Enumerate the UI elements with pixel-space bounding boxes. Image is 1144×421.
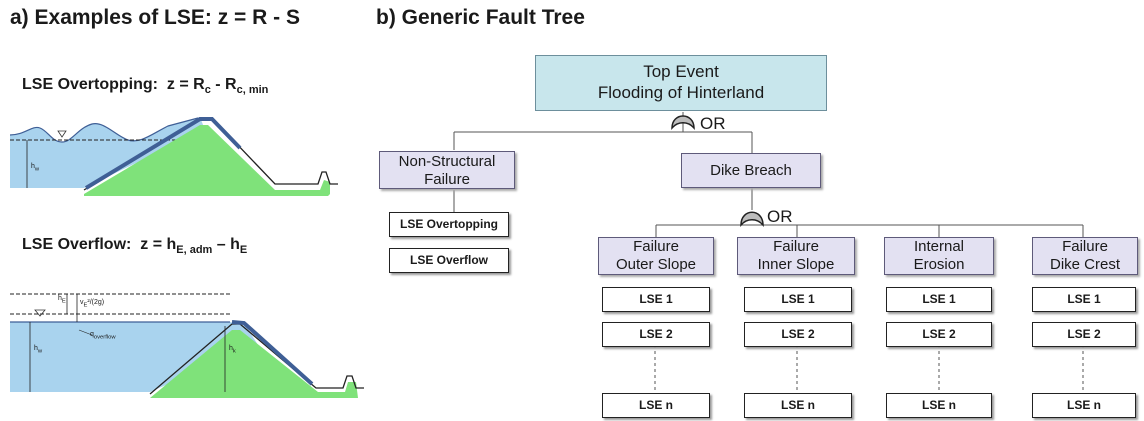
vE-rest: ²/(2g) xyxy=(87,299,105,306)
or-gate-icon xyxy=(671,115,695,131)
overtopping-grass xyxy=(84,125,330,196)
overtopping-formula: LSE Overtopping: z = Rc - Rc, min xyxy=(22,76,268,96)
lse-box: LSE 2 xyxy=(602,322,710,347)
mode-dike-crest-box: Failure Dike Crest xyxy=(1032,237,1138,275)
lse-box: LSE 2 xyxy=(886,322,992,347)
top-event-line2: Flooding of Hinterland xyxy=(597,83,765,102)
overflow-vE-label: vE²/(2g) xyxy=(80,299,104,308)
overflow-mid: – h xyxy=(212,236,240,253)
overtopping-illustration xyxy=(9,117,338,196)
lse-box: LSE n xyxy=(886,393,992,418)
mode-inner-slope-box: Failure Inner Slope xyxy=(737,237,855,275)
or-label-dike: OR xyxy=(767,207,793,226)
hE-symbol: h xyxy=(58,295,62,302)
overflow-water xyxy=(10,322,258,392)
mode-line2: Inner Slope xyxy=(757,256,835,273)
overflow-revetment xyxy=(231,320,314,386)
lse-dashed-connectors xyxy=(654,345,1084,395)
overtopping-hw-label: hw xyxy=(31,163,39,172)
overflow-sub1: E, adm xyxy=(176,244,213,257)
overflow-water-symbol xyxy=(34,309,46,317)
lse-box: LSE 1 xyxy=(744,287,852,312)
overtopping-label: LSE Overtopping: xyxy=(22,76,158,93)
overtopping-z: z = R xyxy=(166,76,205,93)
overtopping-wave-line xyxy=(9,117,199,143)
overflow-grass xyxy=(150,330,358,398)
hE-sub: E xyxy=(61,298,66,305)
mode-line1: Failure xyxy=(773,238,819,255)
hw2-sub: w xyxy=(37,348,43,355)
overflow-sub2: E xyxy=(239,244,248,257)
hw-sub: w xyxy=(34,166,40,173)
lse-overflow-box: LSE Overflow xyxy=(389,248,509,273)
hw2-symbol: h xyxy=(34,345,38,352)
lse-box: LSE 2 xyxy=(744,322,852,347)
hk-symbol: h xyxy=(229,345,233,352)
mode-line2: Dike Crest xyxy=(1049,256,1120,273)
overtopping-mid: - R xyxy=(210,76,237,93)
overflow-label: LSE Overflow: xyxy=(22,236,132,253)
lse-box: LSE 1 xyxy=(886,287,992,312)
overflow-q-label: qoverflow xyxy=(90,331,116,340)
or-gate-top xyxy=(671,115,695,131)
hw-symbol: h xyxy=(31,163,35,170)
overflow-hk-label: hk xyxy=(229,345,236,354)
vE-symbol: v xyxy=(80,299,84,306)
lse-box: LSE 2 xyxy=(1032,322,1136,347)
top-event-box: Top Event Flooding of Hinterland xyxy=(535,55,827,111)
overtopping-water-symbol xyxy=(57,130,67,138)
hk-sub: k xyxy=(232,348,236,355)
overflow-z: z = h xyxy=(140,236,177,253)
or-label-top: OR xyxy=(700,114,726,133)
overflow-illustration xyxy=(10,293,364,398)
q-symbol: q xyxy=(90,331,94,338)
non-structural-line2: Failure xyxy=(424,171,470,188)
overflow-q-pointer xyxy=(78,329,93,336)
mode-line1: Failure xyxy=(1062,238,1108,255)
overtopping-sub2: c, min xyxy=(236,84,269,97)
lse-box: LSE 1 xyxy=(1032,287,1136,312)
lse-box: LSE 1 xyxy=(602,287,710,312)
overflow-formula: LSE Overflow: z = hE, adm – hE xyxy=(22,236,247,256)
overtopping-water xyxy=(10,117,205,188)
lse-box: LSE n xyxy=(744,393,852,418)
lse-box: LSE n xyxy=(602,393,710,418)
non-structural-failure-box: Non-Structural Failure xyxy=(379,151,515,189)
mode-outer-slope-box: Failure Outer Slope xyxy=(598,237,714,275)
top-event-line1: Top Event xyxy=(643,62,719,81)
lse-box: LSE n xyxy=(1032,393,1136,418)
overflow-hw-label: hw xyxy=(34,345,42,354)
or-gate-dike xyxy=(740,211,764,228)
or-gate-icon xyxy=(740,211,764,228)
dike-breach-box: Dike Breach xyxy=(681,153,821,188)
mode-line1: Internal xyxy=(913,238,965,255)
mode-line1: Failure xyxy=(633,238,679,255)
overtopping-revetment xyxy=(84,117,242,190)
mode-line2: Erosion xyxy=(913,256,965,273)
vE-sub: E xyxy=(83,302,88,309)
overflow-hE-label: hE xyxy=(58,295,66,304)
lse-overtopping-box: LSE Overtopping xyxy=(389,212,509,237)
panel-a-title: a) Examples of LSE: z = R - S xyxy=(10,6,300,29)
fault-tree-connectors xyxy=(453,112,1084,237)
mode-line2: Outer Slope xyxy=(615,256,697,273)
q-sub: overflow xyxy=(93,334,116,341)
panel-b-title: b) Generic Fault Tree xyxy=(376,6,585,29)
non-structural-line1: Non-Structural xyxy=(398,153,496,170)
overtopping-sub1: c xyxy=(204,84,211,97)
mode-internal-erosion-box: Internal Erosion xyxy=(884,237,994,275)
